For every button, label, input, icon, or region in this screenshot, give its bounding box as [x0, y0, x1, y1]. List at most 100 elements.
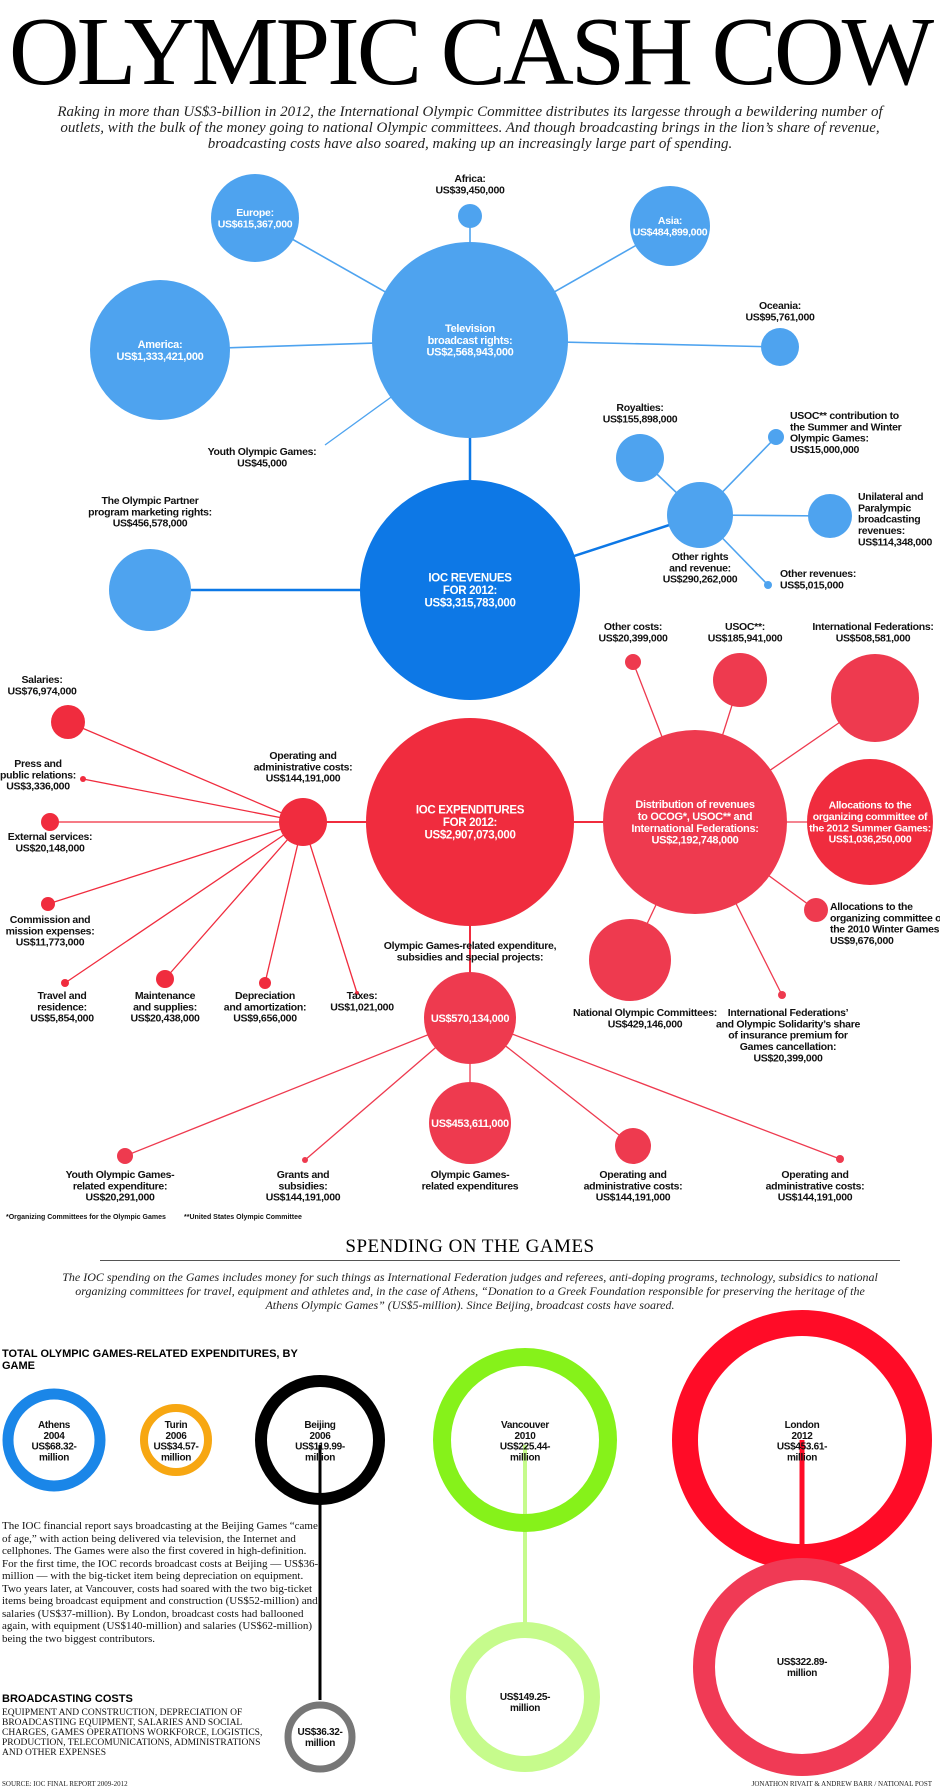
america-circle — [90, 280, 230, 420]
expenditure-alloc_winter-line-1: organizing committee of — [830, 912, 940, 924]
revenue-usoc_contrib-line-1: the Summer and Winter — [790, 421, 902, 433]
games-turin-line-2: US$34.57- — [153, 1442, 198, 1453]
games-london-line-2: US$453.61- — [777, 1442, 827, 1453]
expenditure-press-line-0: Press and — [14, 758, 62, 770]
games-vancouver-line-0: Vancouver — [501, 1420, 549, 1431]
vancouver-ring — [433, 1348, 617, 1532]
expenditure-commission-line-2: US$11,773,000 — [16, 937, 85, 949]
expenditure-center-circle — [366, 718, 574, 926]
expenditure-operating-line-1: administrative costs: — [254, 761, 353, 773]
revenue-tv-line-1: broadcast rights: — [428, 335, 513, 347]
expenditure-salaries-line-0: Salaries: — [21, 674, 62, 686]
royalties-circle — [616, 434, 664, 482]
press-circle — [80, 776, 86, 782]
games-beijing-line-0: Beijing — [304, 1420, 335, 1431]
expenditure-operating-line-0: Operating and — [269, 750, 336, 762]
revenue-yog-line-1: US$45,000 — [237, 457, 287, 469]
games-beijing_broadcast-line-0: US$36.32- — [297, 1727, 342, 1738]
expenditure-games_label-line-1: subsidies and special projects: — [397, 951, 544, 963]
op-admin-1-circle — [615, 1128, 651, 1164]
conn-op-taxes — [302, 821, 358, 994]
games-vancouver_broadcast-line-1: million — [510, 1703, 540, 1714]
expenditure-grants-line-1: subsidies: — [279, 1180, 328, 1192]
conn-op-travel — [64, 821, 304, 984]
expenditure-other_costs-line-1: US$20,399,000 — [598, 632, 668, 644]
revenue-asia-line-0: Asia: — [658, 215, 682, 227]
revenue-asia-line-1: US$484,899,000 — [633, 226, 708, 238]
commission-circle — [41, 897, 55, 911]
games-section-title: SPENDING ON THE GAMES — [345, 1236, 595, 1257]
revenue-tv-line-2: US$2,568,943,000 — [427, 347, 514, 359]
vancouver-broadcast-ring — [450, 1622, 600, 1772]
expenditure-press-line-2: US$3,336,000 — [6, 781, 70, 793]
expenditure-commission-line-0: Commission and — [10, 914, 90, 926]
expenditure-noc-line-1: US$429,146,000 — [608, 1018, 683, 1030]
total-expenditures-heading: TOTAL OLYMPIC GAMES-RELATED EXPENDITURES… — [2, 1348, 298, 1372]
expenditure-maintenance-line-1: and supplies: — [133, 1001, 197, 1013]
conn-op-press — [82, 778, 304, 823]
intro-text: Raking in more than US$3-billion in 2012… — [57, 104, 883, 152]
alloc-summer-circle — [807, 759, 933, 885]
games-athens-line-0: Athens — [38, 1420, 71, 1431]
conn-op-salaries — [67, 721, 304, 823]
revenue-royalties-line-0: Royalties: — [616, 402, 663, 414]
unilateral-circle — [808, 494, 852, 538]
salaries-circle — [51, 705, 85, 739]
revenue-unilateral-line-4: US$114,348,000 — [858, 536, 932, 548]
other-rights-circle — [667, 482, 733, 548]
maintenance-circle — [156, 970, 174, 988]
beijing-ring — [255, 1375, 385, 1505]
expenditure-noc-line-0: National Olympic Committees: — [573, 1007, 717, 1019]
revenue-africa-line-1: US$39,450,000 — [435, 184, 505, 196]
expenditure-maintenance-line-0: Maintenance — [135, 990, 196, 1002]
conn-op-depreciation — [264, 821, 304, 984]
revenue-royalties-line-1: US$155,898,000 — [603, 413, 678, 425]
tv-rights-circle — [372, 242, 568, 438]
expenditure-depreciation-line-0: Depreciation — [235, 990, 295, 1002]
games-beijing-line-1: 2006 — [309, 1431, 331, 1442]
games-athens-line-2: US$68.32- — [31, 1442, 76, 1453]
revenue-top-line-1: program marketing rights: — [88, 506, 212, 518]
expenditure-alloc_winter-line-2: the 2010 Winter Games: — [830, 924, 940, 936]
yog-exp-circle — [117, 1148, 133, 1164]
revenue-yog-line-0: Youth Olympic Games: — [208, 446, 317, 458]
expenditure-depreciation-line-2: US$9,656,000 — [233, 1013, 297, 1025]
revenue-unilateral-line-3: revenues: — [858, 525, 905, 537]
depreciation-circle — [259, 977, 271, 989]
distribution-circle — [603, 730, 787, 914]
revenue-europe-line-0: Europe: — [236, 207, 274, 219]
games-turin-line-3: million — [161, 1452, 191, 1463]
games-value-text: US$570,134,000 — [431, 1013, 510, 1025]
games-beijing-line-3: million — [305, 1452, 335, 1463]
expenditure-if_insurance-line-0: International Federations’ — [728, 1007, 849, 1019]
expenditure-op_admin_2-line-0: Operating and — [781, 1169, 848, 1181]
revenue-unilateral-line-1: Paralympic — [858, 502, 911, 514]
conn-games-yog — [124, 1017, 471, 1157]
noc-circle — [589, 919, 671, 1001]
revenue-unilateral-line-2: broadcasting — [858, 514, 920, 526]
revenue-center-line-0: IOC REVENUES — [428, 573, 512, 585]
conn-op-maintenance — [164, 821, 304, 980]
expenditure-games_related-line-0: Olympic Games- — [431, 1169, 510, 1181]
asia-circle — [630, 186, 710, 266]
expenditure-external-line-1: US$20,148,000 — [15, 842, 85, 854]
main-title: OLYMPIC CASH COW — [8, 0, 934, 106]
games-circle — [424, 972, 516, 1064]
games-london_broadcast-line-0: US$322.89- — [777, 1657, 827, 1668]
expenditure-yog_exp-line-2: US$20,291,000 — [85, 1192, 155, 1204]
expenditure-yog_exp-line-0: Youth Olympic Games- — [66, 1169, 176, 1181]
conn-games-op2 — [469, 1017, 841, 1160]
london-broadcast-ring — [693, 1558, 911, 1776]
games-beijing-line-2: US$119.99- — [295, 1442, 345, 1453]
expenditure-grants-line-2: US$144,191,000 — [266, 1192, 341, 1204]
revenue-usoc_contrib-line-0: USOC** contribution to — [790, 410, 899, 422]
expenditure-usoc-line-0: USOC**: — [725, 621, 765, 633]
op-admin-2-circle — [836, 1155, 844, 1163]
expenditure-if-line-1: US$508,581,000 — [836, 632, 911, 644]
expenditure-alloc_summer-line-0: Allocations to the — [829, 800, 912, 812]
expenditure-grants-line-0: Grants and — [277, 1169, 329, 1181]
games-vancouver_broadcast-line-0: US$149.25- — [500, 1692, 550, 1703]
footnote-ocog: *Organizing Committees for the Olympic G… — [6, 1214, 166, 1221]
games-intro-text: The IOC spending on the Games includes m… — [62, 1270, 878, 1312]
